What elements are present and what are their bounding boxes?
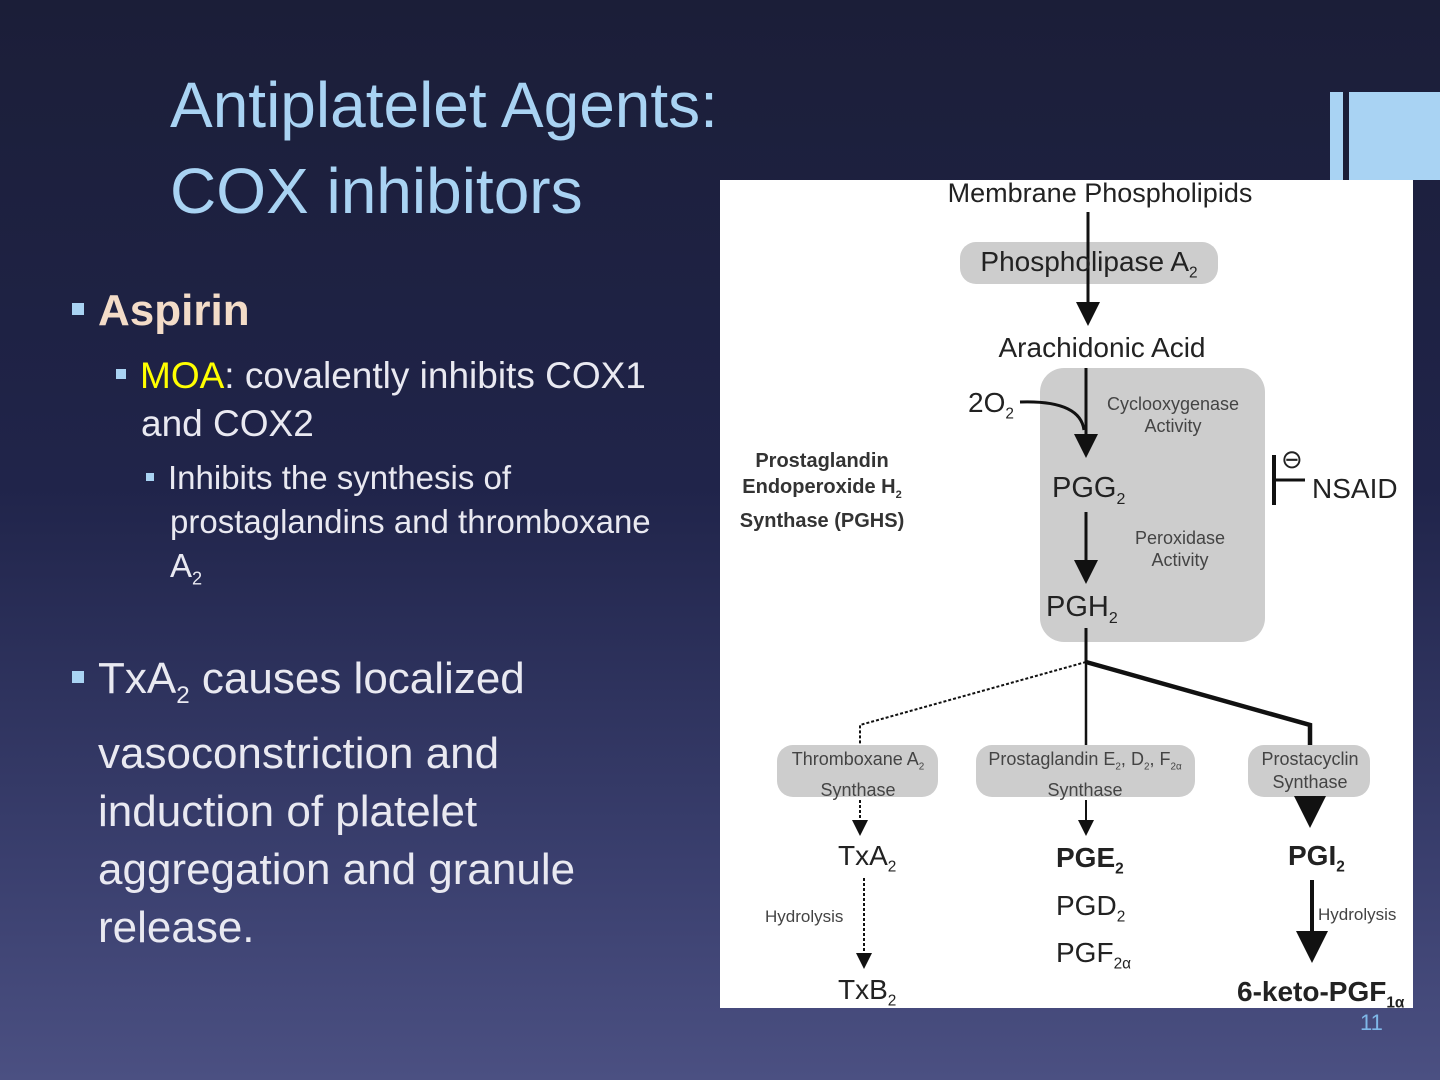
label: 2O: [968, 387, 1006, 418]
bullet-icon: [116, 369, 126, 380]
membrane-phospholipids: Membrane Phospholipids: [947, 178, 1253, 208]
label: Activity: [1151, 550, 1209, 570]
subscript: 2: [887, 858, 897, 876]
bullet-icon: [72, 303, 84, 316]
subscript: 2α: [1170, 761, 1182, 773]
label: Synthase: [820, 779, 896, 800]
thromboxane-synthase-box: [777, 745, 938, 797]
prostaglandin-products: PGE2 PGD2 PGF2α: [1056, 840, 1131, 983]
subscript: 1α: [1386, 994, 1405, 1012]
label: Activity: [1144, 416, 1202, 436]
prostacyclin-synthase-box: [1248, 745, 1370, 797]
subscript: 2: [1143, 761, 1150, 773]
label: PGD: [1056, 889, 1117, 921]
label: Synthase: [1272, 772, 1348, 792]
moa-text-2: and COX2: [141, 403, 314, 444]
title-line-2: COX inhibitors: [170, 155, 583, 227]
hydrolysis-right: Hydrolysis: [1318, 905, 1397, 924]
subscript: 2: [1189, 264, 1198, 282]
label: Synthase: [1047, 779, 1123, 800]
subscript: 2: [1116, 490, 1126, 508]
sub-line-2: prostaglandins and thromboxane: [170, 503, 651, 540]
subscript: 2: [1115, 860, 1124, 878]
sub-line-1: Inhibits the synthesis of: [168, 459, 512, 496]
txa-line-3: induction of platelet: [98, 786, 478, 836]
label: Endoperoxide H: [742, 476, 896, 498]
decorative-line: [1343, 92, 1349, 180]
moa-text: : covalently inhibits COX1: [224, 355, 646, 396]
label: 6-keto-PGF: [1237, 976, 1387, 1007]
label: F: [1159, 749, 1171, 769]
subscript: 2: [918, 761, 925, 773]
page-number: 11: [1360, 1010, 1383, 1035]
bullet-inhibits: Inhibits the synthesis of prostaglandins…: [146, 456, 651, 601]
subscript: 2: [1108, 609, 1118, 627]
subscript: 2α: [1113, 955, 1132, 973]
6-keto-pgf1a: 6-keto-PGF1α: [1237, 976, 1404, 1013]
label: Phospholipase A: [980, 246, 1190, 277]
hydrolysis-left: Hydrolysis: [765, 907, 844, 926]
phospholipase-a2: Phospholipase A2: [980, 246, 1197, 283]
label: TxA: [838, 840, 888, 871]
prostaglandin-synthase-box: [976, 745, 1195, 797]
txa-line-2: vasoconstriction and: [98, 728, 500, 778]
label: PGI: [1288, 840, 1337, 871]
label: Thromboxane A: [791, 749, 919, 769]
subscript: 2: [176, 681, 190, 709]
title-line-1: Antiplatelet Agents:: [170, 69, 718, 141]
label: Prostacyclin: [1261, 749, 1359, 769]
bullet-icon: [72, 671, 84, 684]
label: PGH: [1046, 591, 1109, 623]
bullet-aspirin: Aspirin: [72, 286, 250, 336]
subscript: 2: [192, 568, 203, 589]
slide-title: Antiplatelet Agents: COX inhibitors: [170, 62, 718, 234]
bullet-moa: MOA: covalently inhibits COX1 and COX2: [116, 352, 646, 448]
subscript: 2: [1336, 858, 1345, 876]
sub-line-3: A: [170, 547, 193, 584]
nsaid-label: NSAID: [1312, 473, 1398, 504]
label: Cyclooxygenase: [1106, 394, 1240, 414]
txa-line-1: causes localized: [189, 654, 525, 703]
label: Prostaglandin E: [988, 749, 1116, 769]
txb2: TxB2: [838, 974, 896, 1011]
pgh2: PGH2: [1046, 591, 1118, 628]
moa-label: MOA: [140, 355, 225, 396]
label: PGE: [1056, 842, 1116, 873]
label: Peroxidase: [1134, 528, 1226, 548]
label: TxB: [838, 974, 888, 1005]
bullet-icon: [146, 473, 154, 482]
label: PGF: [1056, 937, 1114, 969]
txa-line-5: release.: [98, 902, 255, 952]
subscript: 2: [1115, 761, 1121, 773]
txa2: TxA2: [838, 840, 896, 877]
label: D: [1130, 749, 1144, 769]
o2-label: 2O2: [968, 387, 1014, 424]
label: Prostaglandin: [755, 450, 889, 472]
bullet-txa2: TxA2 causes localized vasoconstriction a…: [72, 650, 575, 957]
subscript: 2: [895, 489, 902, 501]
pgg2: PGG2: [1052, 472, 1125, 509]
pgi2: PGI2: [1288, 840, 1345, 877]
txa-line-4: aggregation and granule: [98, 844, 576, 894]
subscript: 2: [887, 992, 897, 1010]
txa-main: TxA: [98, 654, 177, 703]
arachidonic-acid: Arachidonic Acid: [998, 332, 1206, 363]
aspirin-label: Aspirin: [98, 286, 250, 335]
subscript: 2: [1005, 405, 1014, 423]
minus-circle-icon: ⊖: [1281, 444, 1303, 474]
label: Synthase (PGHS): [739, 510, 905, 532]
subscript: 2: [1116, 908, 1126, 926]
label: PGG: [1052, 472, 1117, 504]
